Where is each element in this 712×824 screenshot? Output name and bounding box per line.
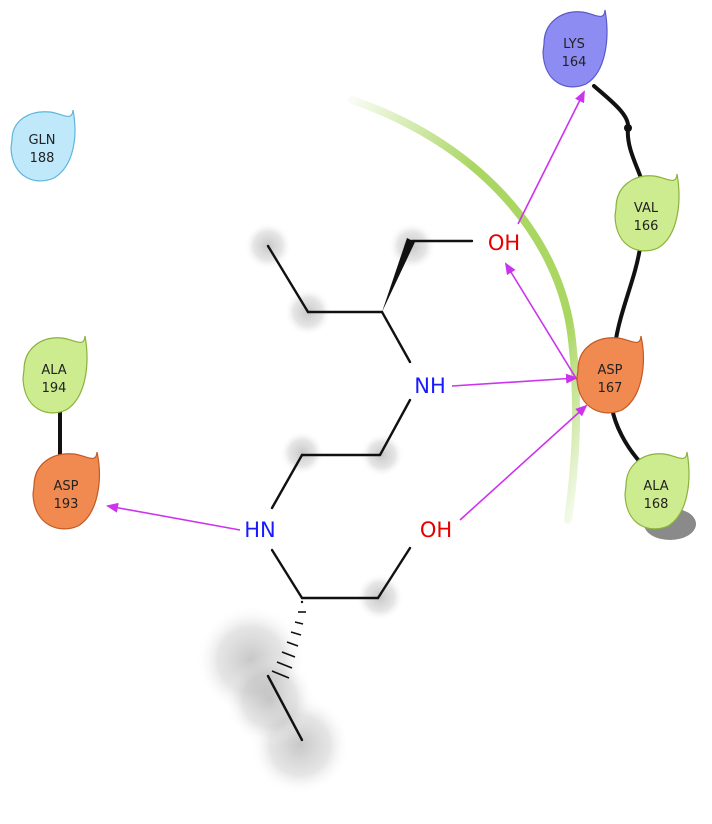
backbone-val166-asp167 [613,246,642,347]
ligand-atoms: OH NH HN OH [244,231,520,542]
bond [376,546,412,600]
residue-number: 167 [598,381,623,396]
hashed-bond [271,600,306,679]
oxygen-label: OH [420,518,452,542]
residue-shape [10,109,76,182]
backbone-lys164-val166 [592,84,646,190]
hbond-oh-to-asp167 [459,404,588,521]
residue-number: 166 [634,219,659,234]
solvent-exposure-halos [196,222,436,795]
residue-number: 164 [562,55,587,70]
backbone-asp167-ala168 [610,406,642,464]
residue-shape [576,335,644,414]
residue-ala194: ALA 194 [22,335,88,414]
residue-name: ASP [598,363,623,378]
wedge-bond [382,238,415,312]
nitrogen-label: NH [414,374,446,398]
halo [280,431,324,475]
residue-shape [32,451,100,530]
residue-shape [22,335,88,414]
bond [270,548,304,600]
residue-name: GLN [28,133,55,148]
hbond-nh-to-asp167 [451,373,578,387]
pocket-arc [348,96,581,524]
hbond-oh-to-lys164 [517,90,585,225]
residue-asp167: ASP 167 [576,335,644,414]
residue-shape [614,173,680,252]
residue-gln188: GLN 188 [10,109,76,182]
residue-asp193: ASP 193 [32,451,100,530]
halo [360,433,404,477]
residue-val166: VAL 166 [614,173,680,252]
bond [270,453,304,510]
residue-name: ASP [54,479,79,494]
nitrogen-label: HN [244,518,276,542]
residue-lys164: LYS 164 [542,9,608,88]
residue-name: LYS [563,37,585,52]
bond [266,244,310,314]
hbond-hn-to-asp193 [106,502,241,531]
oxygen-label: OH [488,231,520,255]
residue-shape [542,9,608,88]
ligand-bonds [266,238,474,742]
bond [380,310,412,364]
hbond-arrows [106,90,588,531]
bond [266,674,304,742]
backbone-node [624,124,632,132]
residue-number: 194 [42,381,67,396]
residue-number: 193 [54,497,79,512]
residue-name: ALA [643,479,668,494]
residue-ala168: ALA 168 [624,451,696,540]
residue-name: VAL [634,201,659,216]
residue-name: ALA [41,363,66,378]
hbond-asp167-to-oh [504,262,583,389]
bond [378,398,412,457]
halo [225,655,315,745]
residue-number: 188 [30,151,55,166]
residue-number: 168 [644,497,669,512]
residue-shape [624,451,690,530]
